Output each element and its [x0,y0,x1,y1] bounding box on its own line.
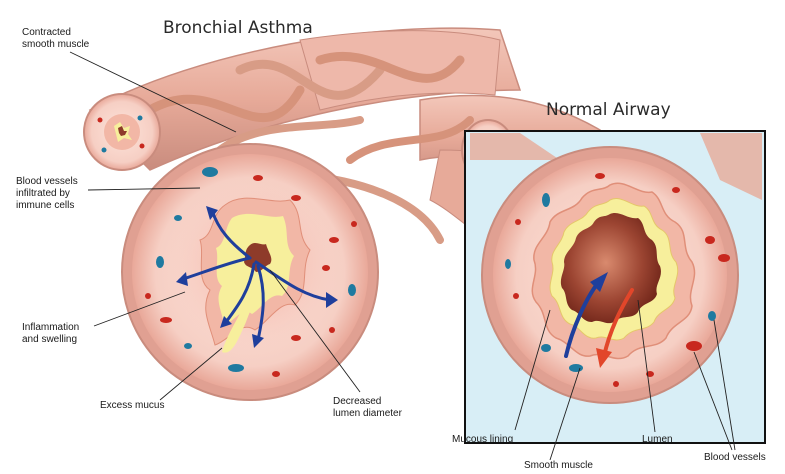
small-bronchus-section [84,94,160,170]
label-contracted-smooth-muscle: Contracted smooth muscle [22,27,89,51]
asthma-cross-section [122,144,378,400]
label-blood-vessels: Blood vessels [704,452,766,464]
label-smooth-muscle: Smooth muscle [524,460,593,472]
label-excess-mucus: Excess mucus [100,400,164,412]
label-inflammation-swelling: Inflammation and swelling [22,322,79,346]
title-bronchial-asthma: Bronchial Asthma [163,18,313,38]
title-normal-airway: Normal Airway [546,100,671,120]
label-lumen: Lumen [642,434,673,446]
label-blood-vessels-infiltrated: Blood vessels infiltrated by immune cell… [16,176,78,212]
normal-airway-panel [465,131,765,443]
label-decreased-lumen-diameter: Decreased lumen diameter [333,396,402,420]
label-mucous-lining: Mucous lining [452,434,513,446]
